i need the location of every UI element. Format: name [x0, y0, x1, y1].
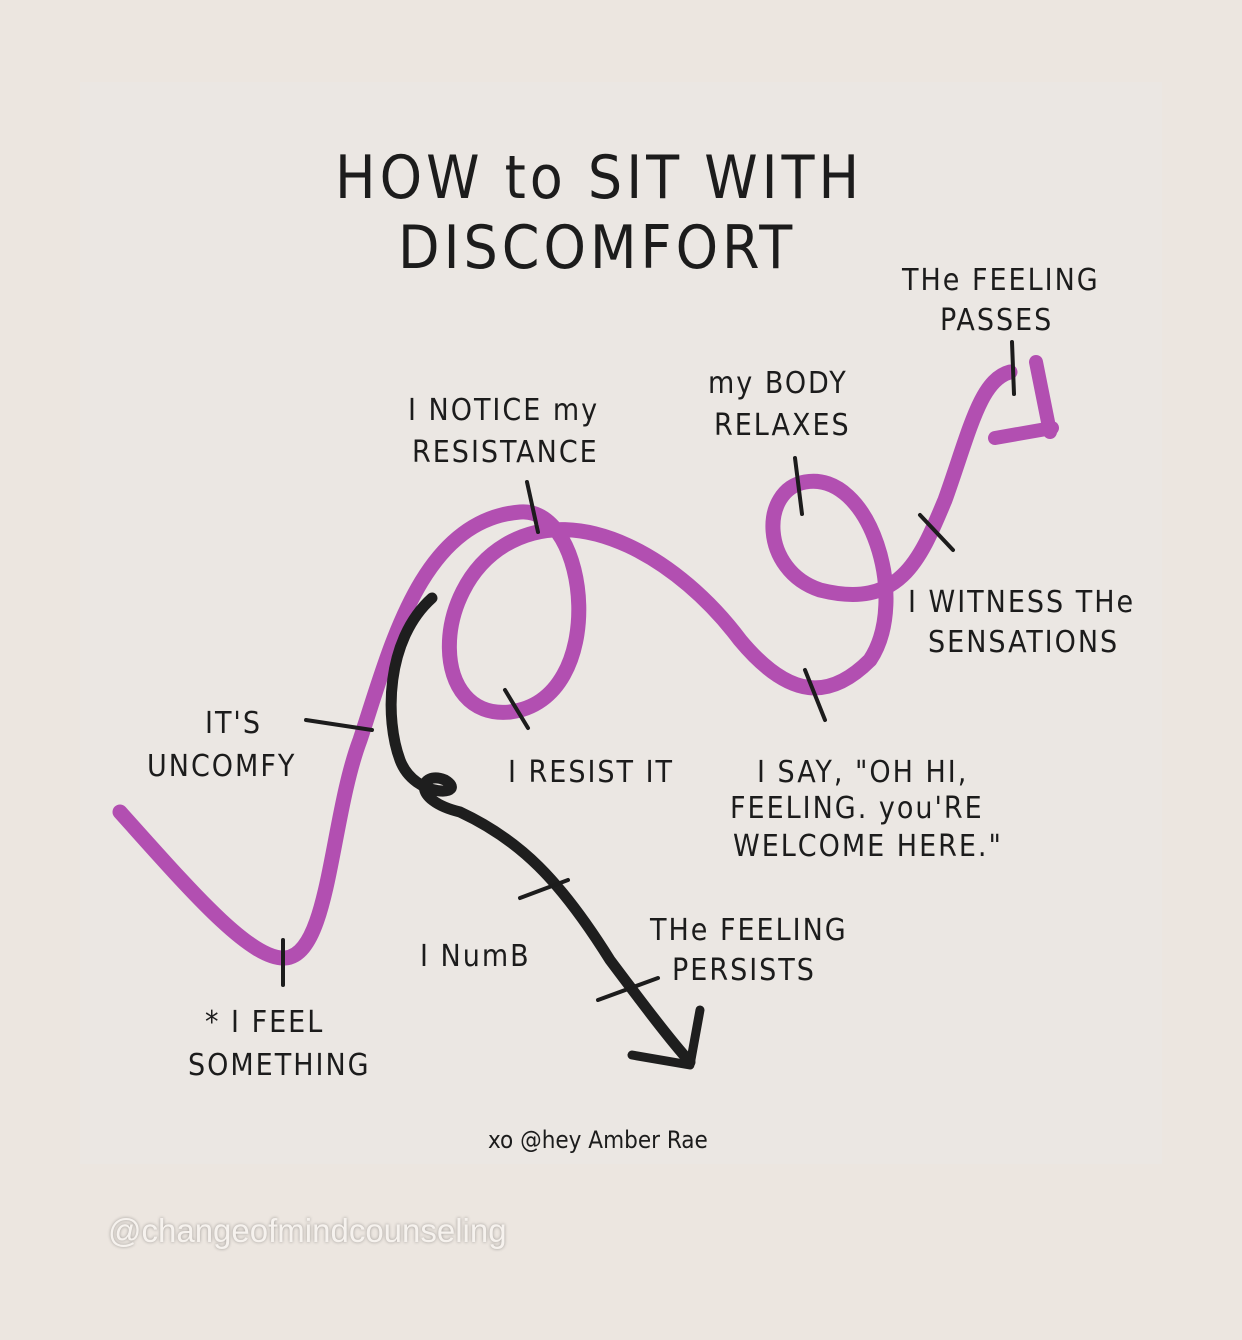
step-ticks [281, 340, 1016, 1002]
label-say-hi-3: WELCOME HERE." [733, 829, 1003, 864]
label-uncomfy-2: UNCOMFY [147, 749, 296, 784]
label-feeling-passes-1: THe FEELING [901, 263, 1100, 298]
label-witness-1: I WITNESS THe [908, 585, 1135, 620]
label-say-hi-1: I SAY, "OH HI, [757, 755, 968, 790]
author-credit: xo @hey Amber Rae [488, 1126, 708, 1154]
label-witness-2: SENSATIONS [928, 625, 1119, 660]
label-say-hi-2: FEELING. you'RE [730, 791, 984, 826]
label-feeling-persists-2: PERSISTS [672, 953, 816, 988]
label-body-relaxes-2: RELAXES [714, 408, 851, 443]
label-feeling-passes-2: PASSES [940, 303, 1053, 338]
account-handle: @changeofmindcounseling [108, 1212, 507, 1249]
avoidance-arrow-head [627, 1005, 705, 1070]
label-uncomfy-1: IT'S [205, 706, 262, 741]
label-notice-resistance-1: I NOTICE my [408, 393, 599, 428]
healthy-path [112, 364, 1018, 966]
label-resist-it: I RESIST IT [508, 755, 674, 790]
title-line-1: HOW to SIT WITH [335, 143, 863, 213]
label-numb: I NumB [420, 939, 531, 974]
title-line-2: DISCOMFORT [398, 213, 796, 283]
label-feeling-persists-1: THe FEELING [649, 913, 848, 948]
avoidance-path [385, 592, 696, 1068]
label-notice-resistance-2: RESISTANCE [412, 435, 599, 470]
label-feel-something-2: SOMETHING [188, 1048, 371, 1083]
label-feel-something-1: * I FEEL [205, 1005, 324, 1040]
healthy-arrow-head [988, 355, 1059, 445]
label-body-relaxes-1: my BODY [708, 366, 848, 401]
